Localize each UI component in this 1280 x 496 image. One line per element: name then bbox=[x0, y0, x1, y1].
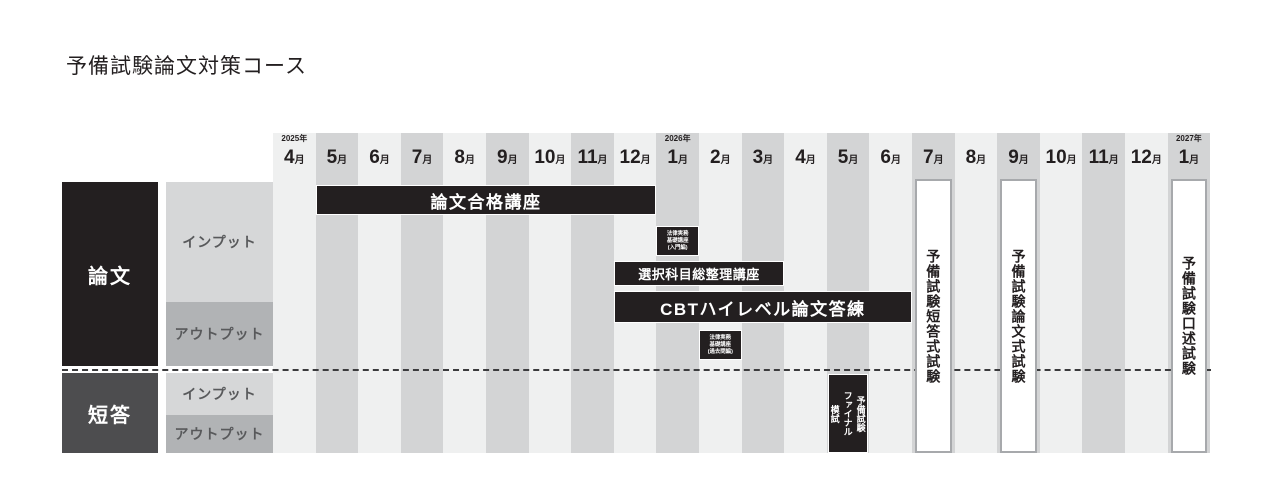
timeline-month-label: 12月 bbox=[1130, 147, 1162, 168]
timeline-column-header: 8月 bbox=[443, 133, 486, 174]
timeline-month-label: 6月 bbox=[369, 147, 390, 168]
timeline-column-header: 3月 bbox=[742, 133, 785, 174]
exam-box-tanto-shiki[interactable]: 予備試験短答式試験 bbox=[915, 179, 952, 453]
course-schedule-chart: 論文 インプット アウトプット 短答 インプット アウトプット 2025年 4月 5… bbox=[62, 133, 1211, 453]
timeline-column-header: 11月 bbox=[1082, 133, 1125, 174]
course-bar-ronbun-goukaku[interactable]: 論文合格講座 bbox=[315, 185, 657, 215]
timeline-column-header: 2月 bbox=[699, 133, 742, 174]
timeline-month-label: 8月 bbox=[965, 147, 987, 168]
mock-exam-line: 予備試験 bbox=[855, 395, 866, 432]
timeline-month-label: 2月 bbox=[710, 147, 731, 168]
timeline-column bbox=[1125, 133, 1168, 453]
timeline-month-label: 8月 bbox=[454, 147, 475, 168]
course-bar-line: 法律実務 bbox=[666, 230, 689, 237]
timeline-column-header: 9月 bbox=[997, 133, 1040, 174]
timeline-month-label: 11月 bbox=[1088, 147, 1119, 168]
timeline-month-label: 1月 bbox=[667, 147, 688, 168]
timeline-month-label: 10月 bbox=[1045, 147, 1077, 168]
timeline-month-label: 4月 bbox=[795, 147, 816, 168]
timeline-column-header: 2026年 1月 bbox=[656, 133, 699, 174]
timeline-column bbox=[443, 133, 486, 453]
section-divider bbox=[62, 369, 1211, 371]
timeline-month-label: 7月 bbox=[411, 147, 433, 168]
ronbun-input-text: インプット bbox=[182, 234, 257, 250]
ronbun-output-row-label: アウトプット bbox=[166, 302, 273, 366]
course-bar-line: (入門編) bbox=[667, 244, 688, 251]
course-bar-line: 基礎講座 bbox=[709, 341, 732, 348]
timeline-column bbox=[486, 133, 529, 453]
timeline-year-label: 2026年 bbox=[664, 134, 691, 143]
timeline-year-label: 2027年 bbox=[1175, 134, 1202, 143]
category-tanto-label: 短答 bbox=[88, 404, 132, 427]
tanto-output-row-label: アウトプット bbox=[166, 415, 273, 453]
exam-box-label: 予備試験口述試験 bbox=[1180, 256, 1197, 376]
course-bar-line: 法律実務 bbox=[709, 334, 732, 341]
exam-box-label: 予備試験短答式試験 bbox=[925, 248, 942, 384]
timeline-column-header: 7月 bbox=[401, 133, 444, 174]
tanto-output-text: アウトプット bbox=[174, 426, 265, 442]
course-bar-label: 論文合格講座 bbox=[430, 192, 542, 212]
timeline-column-header: 2025年 4月 bbox=[273, 133, 316, 174]
timeline-column bbox=[954, 133, 998, 453]
timeline-column-header: 12月 bbox=[614, 133, 657, 174]
timeline-column bbox=[1082, 133, 1125, 453]
timeline-column bbox=[1039, 133, 1083, 453]
mock-exam-yobi-final-moshi[interactable]: 予備試験ファイナル模試 bbox=[827, 374, 869, 453]
timeline-column-header: 2027年 1月 bbox=[1168, 133, 1211, 174]
category-tanto: 短答 bbox=[62, 373, 158, 453]
exam-box-ronbun-shiki[interactable]: 予備試験論文式試験 bbox=[1000, 179, 1037, 453]
tanto-input-row-label: インプット bbox=[166, 373, 273, 415]
timeline-column-header: 9月 bbox=[486, 133, 529, 174]
timeline-month-label: 10月 bbox=[534, 147, 566, 168]
timeline-column-header: 12月 bbox=[1125, 133, 1168, 174]
timeline-column-header: 6月 bbox=[869, 133, 912, 174]
timeline-month-label: 4月 bbox=[284, 147, 305, 168]
ronbun-input-row-label: インプット bbox=[166, 182, 273, 302]
timeline-month-label: 3月 bbox=[752, 147, 774, 168]
timeline-month-label: 9月 bbox=[1008, 147, 1029, 168]
timeline-column-header: 5月 bbox=[827, 133, 870, 174]
exam-box-koujutsu[interactable]: 予備試験口述試験 bbox=[1170, 179, 1208, 453]
timeline-month-label: 6月 bbox=[880, 147, 901, 168]
timeline-column bbox=[400, 133, 444, 453]
timeline-column-header: 8月 bbox=[955, 133, 998, 174]
timeline-column bbox=[358, 133, 401, 453]
timeline-column-header: 4月 bbox=[784, 133, 827, 174]
course-bar-cbt-high-level[interactable]: CBTハイレベル論文答練 bbox=[613, 291, 912, 323]
timeline-year-label: 2025年 bbox=[281, 134, 308, 143]
course-bar-label: 選択科目総整理講座 bbox=[638, 267, 760, 282]
category-ronbun-label: 論文 bbox=[88, 265, 132, 288]
category-label-column: 論文 インプット アウトプット 短答 インプット アウトプット bbox=[62, 133, 273, 453]
timeline-column bbox=[315, 133, 359, 453]
timeline-column bbox=[528, 133, 572, 453]
timeline-month-label: 5月 bbox=[326, 147, 348, 168]
mock-exam-line: ファイナル bbox=[842, 391, 853, 436]
course-bar-line: (過去問編) bbox=[707, 348, 733, 355]
page-title: 予備試験論文対策コース bbox=[66, 55, 307, 78]
timeline-column bbox=[571, 133, 614, 453]
timeline-column-header: 10月 bbox=[1040, 133, 1083, 174]
course-bar-label: CBTハイレベル論文答練 bbox=[660, 299, 866, 319]
timeline-month-label: 9月 bbox=[497, 147, 518, 168]
timeline-month-label: 11月 bbox=[577, 147, 608, 168]
category-ronbun: 論文 bbox=[62, 182, 158, 366]
timeline-column-header: 7月 bbox=[912, 133, 955, 174]
timeline-column bbox=[273, 133, 316, 453]
course-bar-houritsu-jitsumu-nyumon[interactable]: 法律実務基礎講座(入門編) bbox=[656, 226, 699, 256]
timeline-column-header: 11月 bbox=[571, 133, 614, 174]
timeline-column-header: 6月 bbox=[358, 133, 401, 174]
timeline-month-label: 5月 bbox=[837, 147, 859, 168]
course-bar-houritsu-jitsumu-kakomon[interactable]: 法律実務基礎講座(過去問編) bbox=[699, 330, 742, 360]
timeline-month-label: 7月 bbox=[923, 147, 944, 168]
timeline-month-label: 12月 bbox=[619, 147, 651, 168]
mock-exam-line: 模試 bbox=[829, 404, 840, 423]
timeline-month-label: 1月 bbox=[1178, 147, 1200, 168]
tanto-input-text: インプット bbox=[182, 386, 257, 402]
course-bar-line: 基礎講座 bbox=[666, 237, 689, 244]
course-bar-sentaku-kamoku-souseiri[interactable]: 選択科目総整理講座 bbox=[613, 261, 785, 286]
exam-box-label: 予備試験論文式試験 bbox=[1010, 248, 1027, 384]
timeline-column-header: 10月 bbox=[529, 133, 572, 174]
ronbun-output-text: アウトプット bbox=[174, 326, 265, 342]
timeline-column-header: 5月 bbox=[316, 133, 359, 174]
